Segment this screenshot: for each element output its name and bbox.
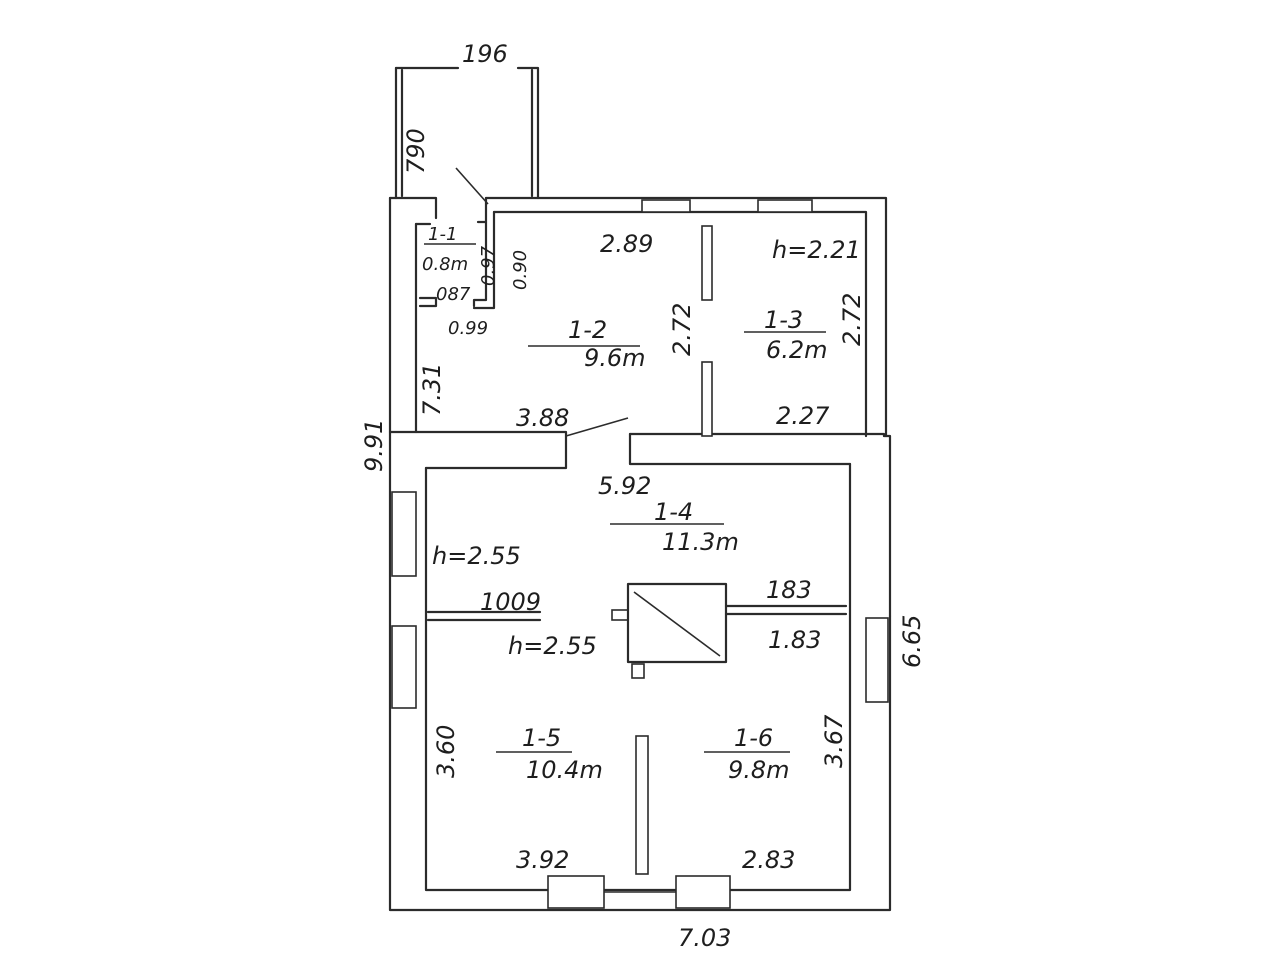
room-1-3-id: 1-3 <box>764 306 803 334</box>
windows <box>391 199 889 909</box>
dim-partition: 1009 <box>480 588 541 616</box>
room-1-2-id: 1-2 <box>568 316 607 344</box>
window-left-2 <box>391 625 417 709</box>
outer-walls <box>388 196 892 912</box>
window-bottom-2 <box>675 875 731 909</box>
dim-1-5-bottom: 3.92 <box>516 846 569 874</box>
room-1-4-area: 11.3m <box>662 528 739 556</box>
window-top-1 <box>641 199 691 213</box>
room-1-1-area: 0.8m <box>422 254 468 275</box>
room-labels: 1-1 0.8m 1-2 9.6m 1-3 6.2m 1-4 11.3m 1-5… <box>422 224 828 784</box>
dim-lower-ceiling: h=2.55 <box>508 632 597 660</box>
porch <box>394 66 540 205</box>
room-1-6-area: 9.8m <box>728 756 790 784</box>
dim-1-4-top: 5.92 <box>598 472 651 500</box>
dim-1-1-a: 0.97 <box>478 245 499 286</box>
dim-1-2-top: 2.89 <box>600 230 653 258</box>
room-1-5-area: 10.4m <box>526 756 603 784</box>
window-top-2 <box>757 199 813 213</box>
door-swing-1-2 <box>565 417 629 437</box>
dim-1-1-b: 0.90 <box>510 250 531 290</box>
label-lines <box>424 243 826 753</box>
stove <box>426 582 848 875</box>
dim-1-3-bottom: 2.27 <box>776 402 830 430</box>
dim-1-2-height: 2.72 <box>668 303 696 356</box>
window-bottom-1 <box>547 875 605 909</box>
dim-1-2-bottom: 3.88 <box>516 404 569 432</box>
dim-1-3-ceiling: h=2.21 <box>772 236 861 264</box>
dim-1-5-side: 3.60 <box>432 725 460 778</box>
room-1-4-id: 1-4 <box>654 498 693 526</box>
dim-1-2-left: 7.31 <box>418 363 446 416</box>
room-1-3-area: 6.2m <box>766 336 828 364</box>
window-right <box>865 617 889 703</box>
entry-door-swing <box>455 167 489 205</box>
room-1-6-id: 1-6 <box>734 724 773 752</box>
dim-1-1-c: 087 <box>436 284 471 305</box>
partition-1-5-1-6 <box>635 735 649 875</box>
room-1-1-id: 1-1 <box>428 224 457 245</box>
dim-porch-width: 196 <box>462 40 508 68</box>
dim-porch-depth: 790 <box>402 128 430 174</box>
dim-overall-width: 7.03 <box>678 924 731 952</box>
dim-1-1-d: 0.99 <box>448 318 488 339</box>
room-1-5-id: 1-5 <box>522 724 561 752</box>
room-1-2-area: 9.6m <box>584 344 646 372</box>
dim-stove-right-bottom: 1.83 <box>768 626 821 654</box>
window-left-1 <box>391 491 417 577</box>
dim-overall-height: 9.91 <box>360 419 388 472</box>
dim-1-6-side: 3.67 <box>820 714 848 768</box>
dim-stove-right-top: 183 <box>766 576 812 604</box>
dim-right-wall: 6.65 <box>898 615 926 668</box>
dimension-labels: 196 790 0.97 0.90 087 0.99 2.89 2.72 7.3… <box>360 40 926 952</box>
closet-walls <box>418 210 496 310</box>
dim-1-4-ceiling: h=2.55 <box>432 542 521 570</box>
partition-1-2-1-3 <box>701 225 713 437</box>
dim-1-6-bottom: 2.83 <box>742 846 795 874</box>
dim-1-3-side: 2.72 <box>838 293 866 346</box>
middle-wall <box>388 417 886 470</box>
